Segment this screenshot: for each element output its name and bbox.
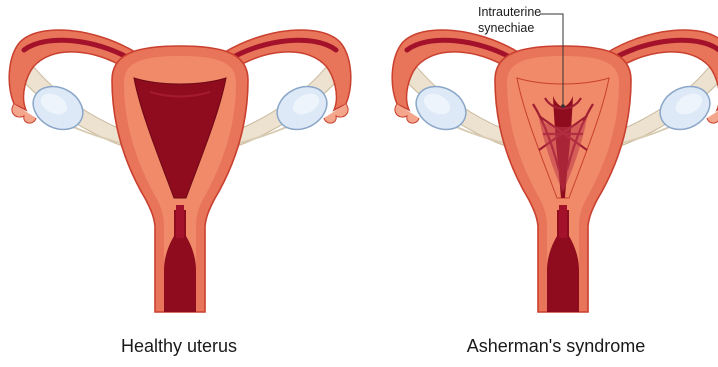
annotation-intrauterine-synechiae: Intrauterine synechiae	[478, 4, 541, 36]
caption-ashermans-syndrome: Asherman's syndrome	[467, 336, 646, 357]
caption-healthy-uterus: Healthy uterus	[121, 336, 237, 357]
annotation-line-2: synechiae	[478, 20, 541, 36]
asherman-uterus-diagram	[392, 30, 718, 312]
annotation-leader-dot	[561, 104, 565, 108]
healthy-uterus-diagram	[9, 30, 351, 312]
annotation-line-1: Intrauterine	[478, 4, 541, 20]
